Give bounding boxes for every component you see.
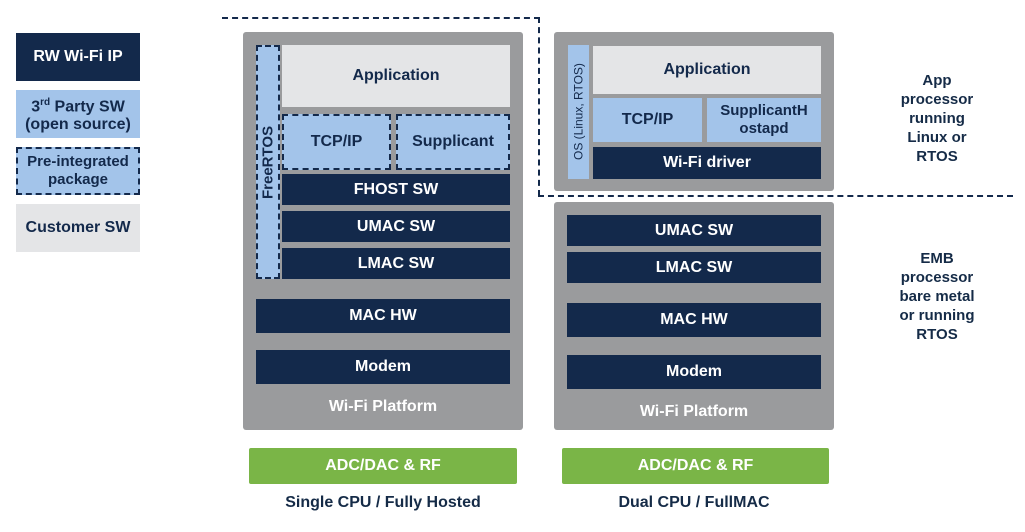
dual-cpu-umac-sw: UMAC SW [567, 215, 821, 246]
single-cpu-umac-sw: UMAC SW [282, 211, 510, 242]
side-label-emb-line: processor [900, 269, 974, 286]
dual-cpu-os: OS (Linux, RTOS) [568, 45, 589, 179]
single-cpu-umac-sw-label: UMAC SW [356, 217, 436, 235]
legend-customer-sw-label: Customer SW [25, 219, 131, 236]
side-label-emb-line: RTOS [916, 326, 958, 343]
single-cpu-tcpip-label: TCP/IP [310, 133, 363, 150]
single-cpu-modem-label: Modem [355, 358, 411, 375]
side-label-app-line: Linux or [907, 129, 967, 146]
single-cpu-application: Application [282, 45, 510, 107]
single-cpu-freertos-label: FreeRTOS [259, 125, 277, 199]
single-cpu-supplicant-label: Supplicant [412, 133, 494, 150]
single-cpu-caption: Single CPU / Fully Hosted [285, 494, 481, 511]
single-cpu-lmac-sw-label: LMAC SW [357, 254, 435, 272]
single-cpu-mac-hw-label: MAC HW [349, 307, 417, 324]
side-label-emb-line: bare metal [899, 288, 975, 305]
side-label-emb-line: or running [899, 307, 975, 324]
dual-cpu-os-label: OS (Linux, RTOS) [571, 63, 586, 161]
single-cpu-application-label: Application [352, 67, 440, 84]
side-label-emb-line: EMB [920, 250, 954, 267]
side-label-app-line: App [922, 72, 952, 89]
dual-cpu-modem: Modem [567, 355, 821, 389]
legend-customer-sw: Customer SW [16, 204, 140, 252]
side-label-app-line: RTOS [916, 148, 958, 165]
single-cpu-modem: Modem [256, 350, 510, 384]
single-cpu-lmac-sw: LMAC SW [282, 248, 510, 279]
dual-cpu-caption: Dual CPU / FullMAC [618, 494, 770, 511]
single-cpu-adc-dac-rf-label: ADC/DAC & RF [325, 457, 441, 474]
side-label-app-line: processor [900, 91, 974, 108]
dual-cpu-umac-sw-label: UMAC SW [654, 221, 734, 239]
single-cpu-platform-label: Wi-Fi Platform [328, 398, 438, 415]
dual-cpu-supplicant: SupplicantH ostapd [707, 98, 821, 142]
app-processor-boundary-bottom [538, 195, 1013, 197]
dual-cpu-mac-hw-label: MAC HW [660, 311, 728, 328]
single-cpu-mac-hw: MAC HW [256, 299, 510, 333]
legend-rw-wifi-ip-label: RW Wi-Fi IP [33, 48, 123, 65]
dual-cpu-supplicant-line1: SupplicantH [720, 102, 808, 119]
single-cpu-adc-dac-rf: ADC/DAC & RF [249, 448, 517, 484]
legend-third-party-rest: Party SW [50, 98, 125, 116]
legend-third-party-line1: 3rd Party SW [31, 94, 125, 116]
dual-cpu-modem-label: Modem [666, 363, 722, 380]
legend-rw-wifi-ip: RW Wi-Fi IP [16, 33, 140, 81]
dual-cpu-supplicant-line2: ostapd [739, 120, 789, 137]
single-cpu-freertos: FreeRTOS [256, 45, 280, 279]
legend-third-party-line2: (open source) [25, 116, 131, 134]
side-label-emb-processor: EMB processor bare metal or running RTOS [878, 249, 996, 344]
dual-cpu-mac-hw: MAC HW [567, 303, 821, 337]
dual-cpu-platform-label: Wi-Fi Platform [639, 403, 749, 420]
legend-pre-integrated-line2: package [47, 171, 109, 188]
dual-cpu-adc-dac-rf-label: ADC/DAC & RF [637, 457, 754, 474]
dual-cpu-application-label: Application [663, 61, 751, 78]
legend-pre-integrated-line1: Pre-integrated [27, 153, 129, 170]
dual-cpu-adc-dac-rf: ADC/DAC & RF [562, 448, 829, 484]
app-processor-boundary-vertical [538, 17, 540, 196]
dual-cpu-lmac-sw-label: LMAC SW [655, 258, 733, 276]
app-processor-boundary-top [222, 17, 540, 19]
dual-cpu-tcpip: TCP/IP [593, 98, 702, 142]
single-cpu-supplicant: Supplicant [396, 114, 510, 170]
legend-third-party-sup: rd [40, 96, 51, 108]
single-cpu-fhost-sw-label: FHOST SW [353, 180, 439, 198]
legend-third-party-sw: 3rd Party SW (open source) [16, 90, 140, 138]
side-label-app-processor: App processor running Linux or RTOS [878, 71, 996, 166]
dual-cpu-application: Application [593, 46, 821, 94]
side-label-app-line: running [909, 110, 965, 127]
dual-cpu-lmac-sw: LMAC SW [567, 252, 821, 283]
single-cpu-fhost-sw: FHOST SW [282, 174, 510, 205]
single-cpu-tcpip: TCP/IP [282, 114, 391, 170]
legend-third-party-prefix: 3 [31, 98, 41, 116]
dual-cpu-wifi-driver: Wi-Fi driver [593, 147, 821, 179]
dual-cpu-wifi-driver-label: Wi-Fi driver [663, 154, 751, 171]
dual-cpu-tcpip-label: TCP/IP [621, 111, 674, 128]
legend-pre-integrated-package: Pre-integrated package [16, 147, 140, 195]
